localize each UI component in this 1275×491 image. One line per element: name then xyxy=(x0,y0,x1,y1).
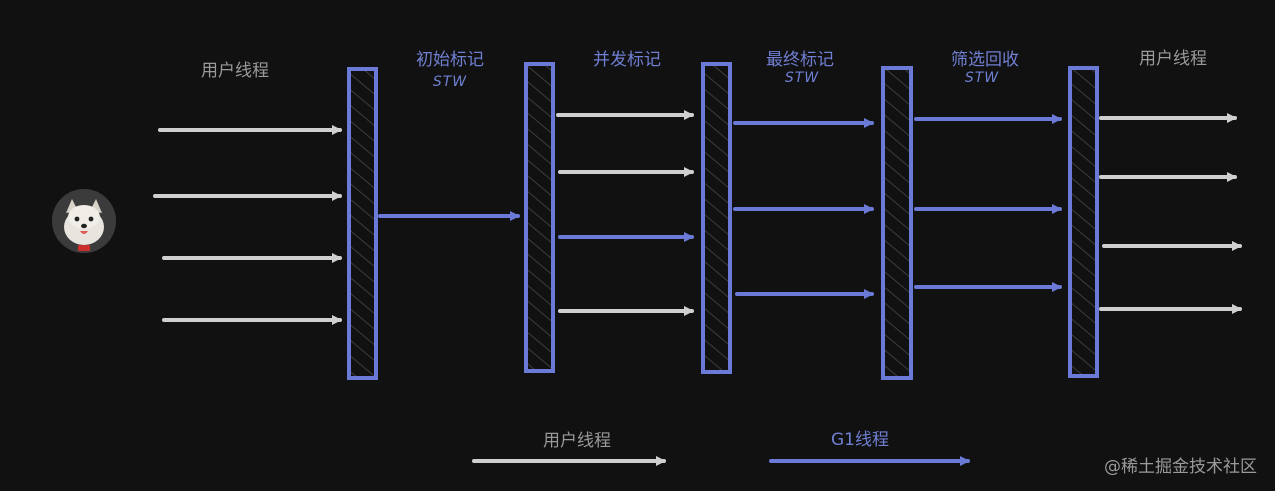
pause-bar-concurrent-mark xyxy=(524,62,555,373)
phase-stw-cleanup: STW xyxy=(964,70,1000,86)
phase-label-final-mark: 最终标记 xyxy=(766,50,834,70)
concurrent-mark-arrows xyxy=(556,110,694,316)
phase-label-initial-mark: 初始标记 xyxy=(416,50,484,70)
legend-user-thread-label: 用户线程 xyxy=(543,431,611,451)
phase-label-cleanup: 筛选回收 xyxy=(951,50,1019,70)
pause-bar-cleanup xyxy=(881,66,913,380)
legend-g1-thread-label: G1线程 xyxy=(831,430,889,450)
phase-label-user-thread-end: 用户线程 xyxy=(1139,49,1207,69)
pause-bar-final-mark xyxy=(701,62,732,374)
phase-stw-final-mark: STW xyxy=(784,70,820,86)
user-thread-arrows-start xyxy=(153,125,342,325)
phase-label-concurrent-mark: 并发标记 xyxy=(593,50,661,70)
phase-label-user-thread-start: 用户线程 xyxy=(201,61,269,81)
pause-bar-resume xyxy=(1068,66,1099,378)
phase-stw-initial-mark: STW xyxy=(432,74,468,90)
dog-avatar xyxy=(52,189,116,253)
dog-face-icon xyxy=(52,189,116,253)
final-mark-arrows xyxy=(733,118,874,299)
user-thread-arrows-end xyxy=(1099,113,1242,314)
pause-bar-initial-mark xyxy=(347,67,378,380)
cleanup-arrows xyxy=(914,114,1062,292)
watermark: @稀土掘金技术社区 xyxy=(1104,457,1257,477)
